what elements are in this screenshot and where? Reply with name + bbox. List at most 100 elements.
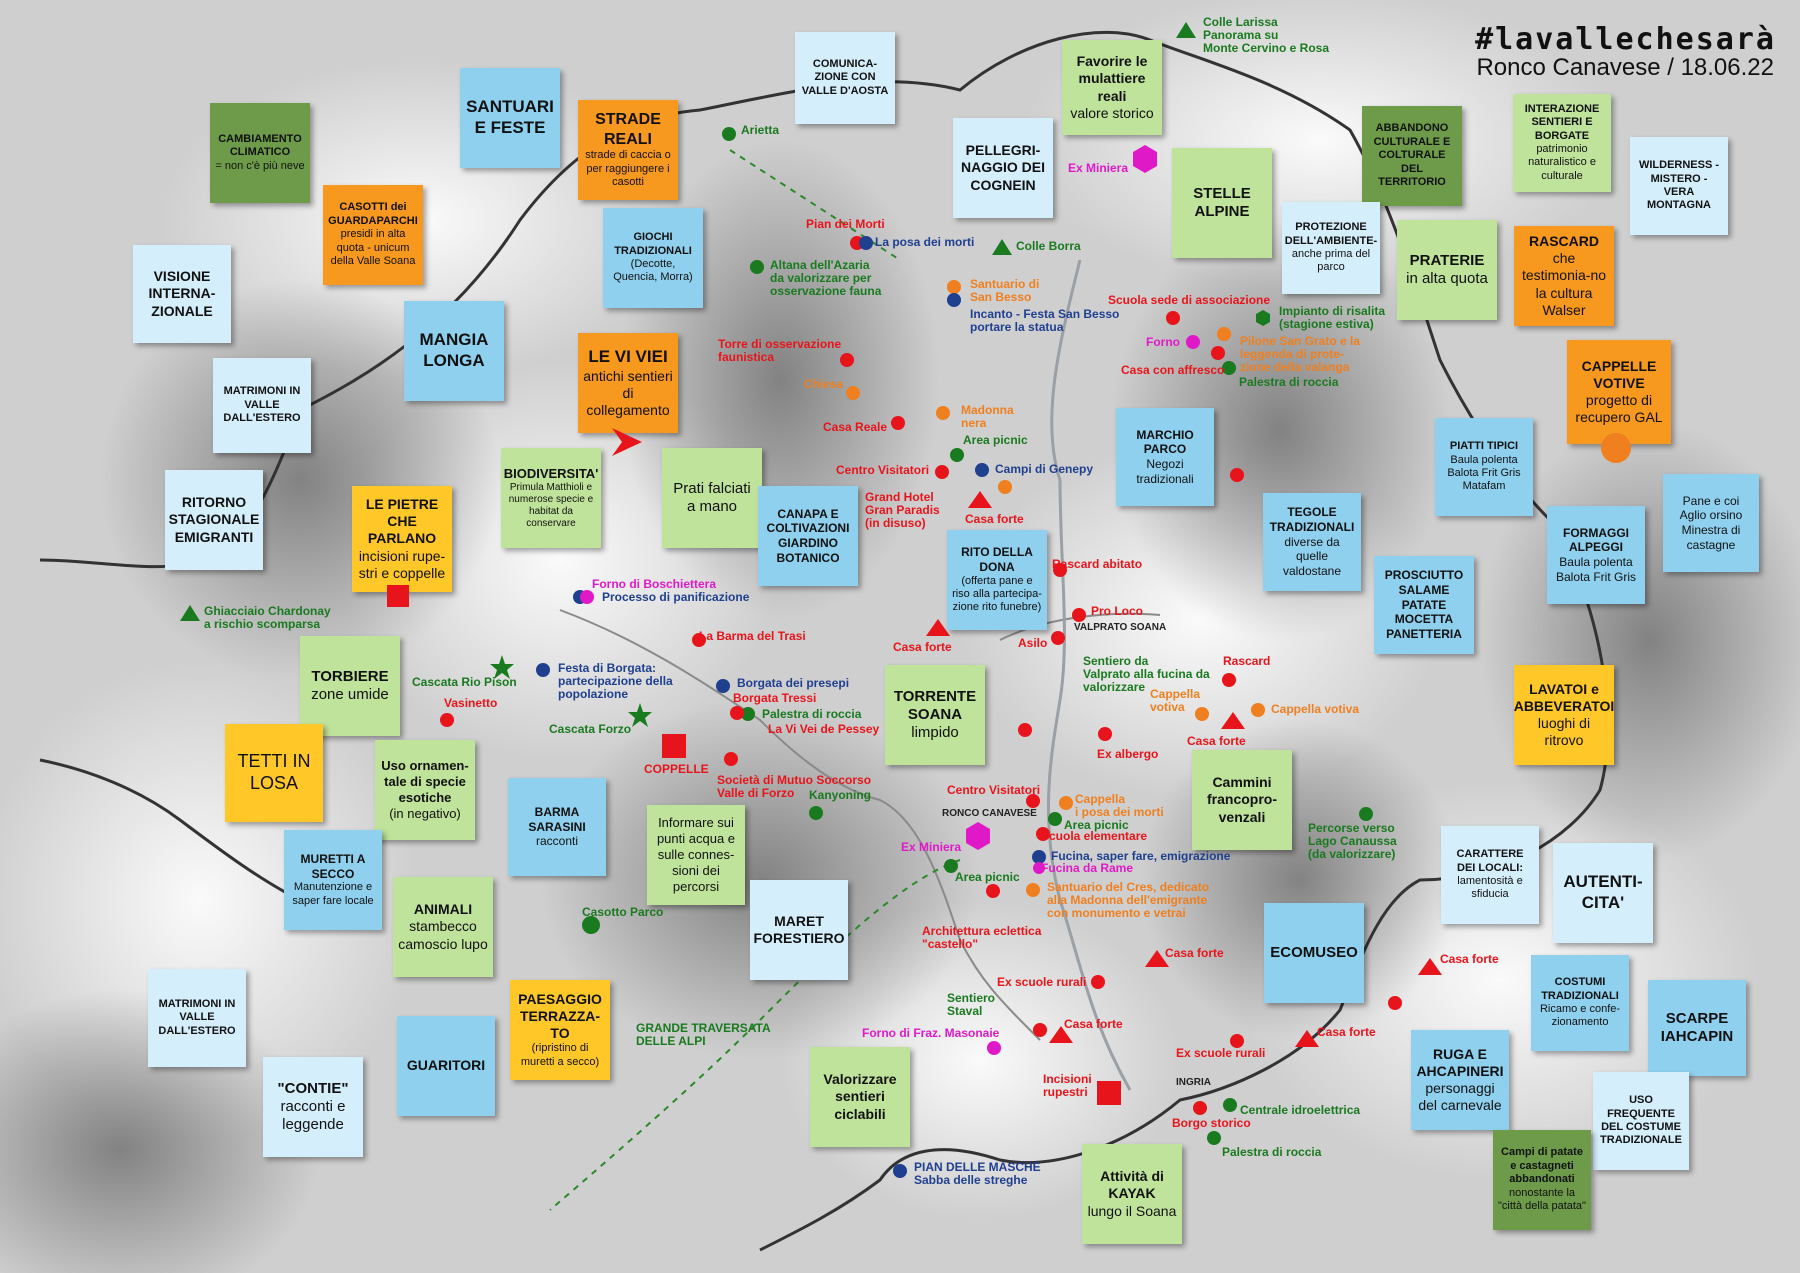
note-body: nonostante la "città della patata" <box>1498 1186 1586 1213</box>
label-text: Torre di osservazione faunistica <box>718 337 842 365</box>
label-text: Pian dei Morti <box>806 217 885 231</box>
label-text: Area picnic <box>1064 818 1129 832</box>
note-wilderness: WILDERNESS - MISTERO - VERA MONTAGNA <box>1630 137 1728 235</box>
note-guaritori: GUARITORI <box>397 1016 495 1116</box>
label-casa-forte-4: Casa forte <box>1165 946 1224 960</box>
label-grand-hotel: Grand Hotel Gran Paradis (in disuso) <box>865 490 940 531</box>
note-rito-della-dona: RITO DELLA DONA(offerta pane e riso alla… <box>947 530 1047 630</box>
label-ex-albergo: Ex albergo <box>1097 747 1158 761</box>
note-title: WILDERNESS - MISTERO - VERA MONTAGNA <box>1638 159 1720 212</box>
label-incisioni-rupestri: Incisioni rupestri <box>1043 1072 1092 1099</box>
label-pian-dei-morti: Pian dei Morti <box>806 217 885 231</box>
note-title: Uso ornamen-tale di specie esotiche <box>381 758 469 805</box>
label-forno-masonaie: Forno di Fraz. Masonaie <box>862 1026 999 1040</box>
label-chiesa: Chiesa <box>804 377 844 391</box>
label-text: Fucina, saper fare, emigrazione <box>1051 849 1231 863</box>
label-ex-miniera-2: Ex Miniera <box>901 840 961 854</box>
note-title: BARMA SARASINI <box>528 805 586 834</box>
note-body: racconti e leggende <box>280 1097 346 1134</box>
note-body: (in negativo) <box>389 805 461 821</box>
label-casa-forte-6: Casa forte <box>1064 1017 1123 1031</box>
label-palestra-roccia-1: Palestra di roccia <box>1239 375 1338 389</box>
label-text: PIAN DELLE MASCHE Sabba delle streghe <box>914 1160 1041 1188</box>
label-text: Casa forte <box>1317 1025 1376 1039</box>
note-title: RITORNO STAGIONALE EMIGRANTI <box>168 494 260 545</box>
note-informare-punti-acqua: Informare sui punti acqua e sulle connes… <box>647 805 745 905</box>
label-rascard: Rascard <box>1223 654 1270 668</box>
note-paesaggio-terrazzato: PAESAGGIO TERRAZZA-TO(ripristino di mure… <box>510 980 610 1080</box>
note-title: STRADE REALI <box>595 111 661 148</box>
note-body: valore storico <box>1070 104 1154 121</box>
label-text: La posa dei morti <box>875 235 975 249</box>
label-area-picnic-3: Area picnic <box>955 870 1020 884</box>
note-title: LE VI VIEI <box>588 347 668 367</box>
label-ex-scuole-rurali-1: Ex scuole rurali <box>997 975 1086 989</box>
note-stelle-alpine: STELLE ALPINE <box>1172 148 1272 258</box>
label-text: Santuario di San Besso <box>970 277 1040 305</box>
note-campi-patate: Campi di patate e castagneti abbandonati… <box>1493 1130 1591 1230</box>
note-title: ANIMALI <box>413 901 473 918</box>
note-title: MANGIA LONGA <box>419 330 489 370</box>
note-body: Prati falciati a mano <box>673 479 751 515</box>
label-text: Pilone San Grato e la leggenda di prote-… <box>1240 334 1361 375</box>
note-body: presidi in alta quota - unicum della Val… <box>330 228 416 268</box>
note-title: Attività di KAYAK <box>1100 1168 1164 1202</box>
label-text: Casa Reale <box>823 420 888 434</box>
label-text: Casa con affresco <box>1121 363 1225 377</box>
label-campi-di-genepy: Campi di Genepy <box>995 462 1093 476</box>
label-text: Forno di Boschiettera <box>592 577 717 591</box>
label-text: Arietta <box>741 123 780 137</box>
place-ronco-canavese: RONCO CANAVESE <box>942 808 1037 819</box>
note-title: COSTUMI TRADIZIONALI <box>1541 976 1619 1002</box>
label-centro-visitatori-1: Centro Visitatori <box>836 463 929 477</box>
label-ghiacciaio-chardonay: Ghiacciaio Chardonay a rischio scomparsa <box>204 604 331 631</box>
label-incanto-san-besso: Incanto - Festa San Besso portare la sta… <box>970 307 1119 334</box>
label-text: Kanyoning <box>809 788 871 802</box>
note-prati-falciati: Prati falciati a mano <box>662 448 762 548</box>
note-visione-internazionale: VISIONE INTERNA-ZIONALE <box>133 245 231 343</box>
label-text: Casa forte <box>1187 734 1246 748</box>
note-body: = non c'è più neve <box>215 159 305 172</box>
label-altana-azaria: Altana dell'Azaria da valorizzare per os… <box>770 258 881 299</box>
note-tetti-in-losa: TETTI IN LOSA <box>225 724 323 822</box>
label-casa-forte-2: Casa forte <box>893 640 952 654</box>
label-madonna-nera: Madonna nera <box>961 403 1014 430</box>
note-title: TORBIERE <box>311 667 389 685</box>
label-text: Borgo storico <box>1172 1116 1251 1130</box>
label-text: Cappella votiva <box>1150 687 1201 715</box>
label-casa-forte-3: Casa forte <box>1187 734 1246 748</box>
label-text: Fucina da Rame <box>1041 861 1134 875</box>
label-torre-osservazione: Torre di osservazione faunistica <box>718 337 842 365</box>
note-title: LAVATOI e ABBEVERATOI <box>1514 680 1614 714</box>
note-abbandono-culturale: ABBANDONO CULTURALE E COLTURALE DEL TERR… <box>1362 106 1462 206</box>
note-title: FORMAGGI ALPEGGI <box>1563 525 1629 555</box>
note-body: patrimonio naturalistico e culturale <box>1528 143 1596 182</box>
label-text: Area picnic <box>955 870 1020 884</box>
label-processo-panificazione: Processo di panificazione <box>602 590 749 604</box>
note-body: stambecco camoscio lupo <box>398 918 488 952</box>
label-borgata-tressi: Borgata Tressi <box>733 691 817 705</box>
label-text: Casa forte <box>893 640 952 654</box>
label-casa-forte-7: Casa forte <box>1317 1025 1376 1039</box>
note-body: (ripristino di muretti a secco) <box>520 1042 600 1068</box>
note-sentieri-ciclabili: Valorizzare sentieri ciclabili <box>810 1047 910 1147</box>
label-text: Borgata Tressi <box>733 691 817 705</box>
label-text: Chiesa <box>804 377 844 391</box>
label-area-picnic-2: Area picnic <box>1064 818 1129 832</box>
note-matrimoni-valle-1: MATRIMONI IN VALLE DALL'ESTERO <box>213 358 311 453</box>
note-title: GIOCHI TRADIZIONALI <box>614 231 692 257</box>
label-text: Cappella i posa dei morti <box>1075 792 1164 820</box>
note-contie: "CONTIE"racconti e leggende <box>263 1057 363 1157</box>
label-santuario-san-besso: Santuario di San Besso <box>970 277 1040 305</box>
label-text: Cappella votiva <box>1271 702 1360 716</box>
label-la-posa-dei-morti: La posa dei morti <box>875 235 975 249</box>
note-title: PROTEZIONE DELL'AMBIENTE- <box>1284 221 1378 247</box>
note-giochi-tradizionali: GIOCHI TRADIZIONALI(Decotte, Quencia, Mo… <box>603 208 703 308</box>
